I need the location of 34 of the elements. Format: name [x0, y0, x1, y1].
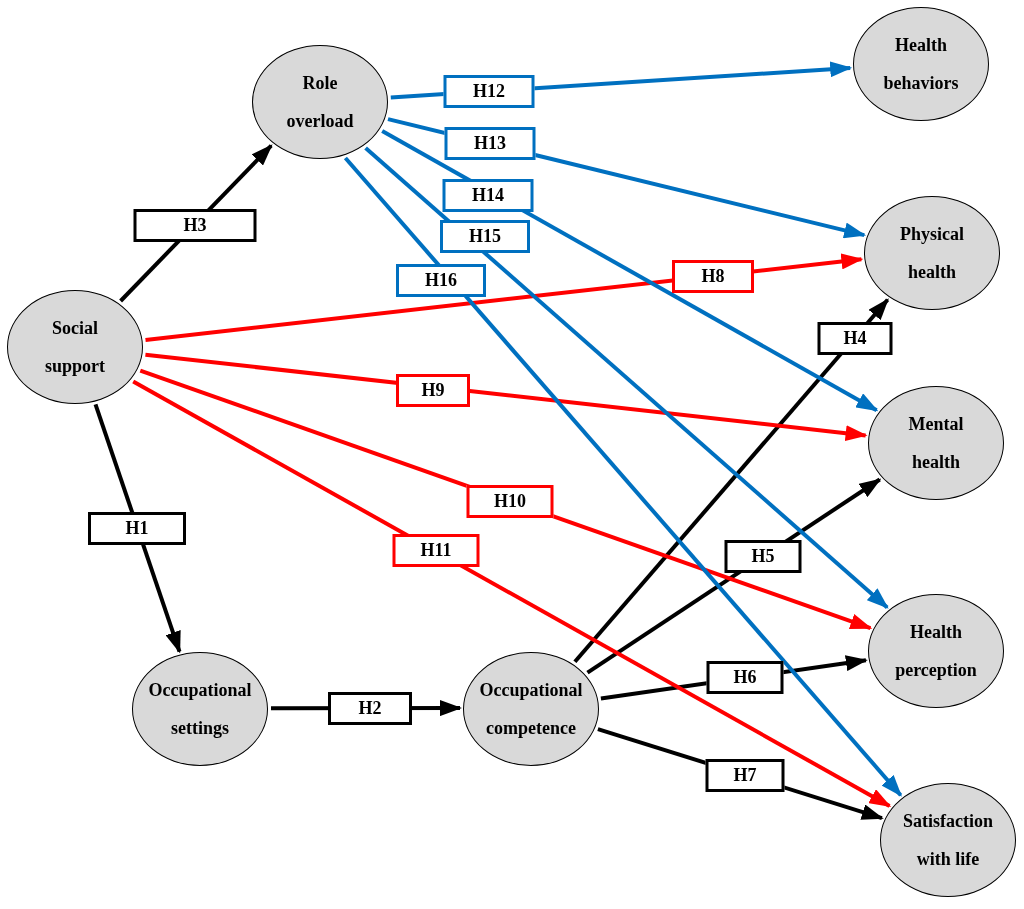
node-label: Health perception [894, 621, 978, 682]
arrow [145, 253, 864, 342]
edge-label: H7 [705, 758, 785, 792]
edge-label: H12 [443, 74, 535, 108]
edge-label: H13 [444, 126, 536, 160]
arrow [132, 379, 892, 808]
edge-label: H15 [440, 219, 530, 253]
node-label: Physical health [899, 223, 965, 284]
arrow [364, 146, 889, 609]
edge-label: H8 [672, 259, 754, 293]
arrow [381, 129, 879, 412]
edge-label: H11 [392, 533, 480, 567]
edge-label: H4 [817, 321, 893, 355]
node-label: Satisfaction with life [902, 810, 994, 871]
edge-label: H6 [706, 660, 784, 694]
node-label: Occupational competence [478, 679, 584, 740]
edge-label: H5 [724, 539, 802, 573]
arrow [343, 156, 903, 797]
node-label: Health behaviors [882, 34, 960, 95]
node-label: Mental health [907, 413, 965, 474]
edge-label: H16 [396, 263, 486, 297]
arrow [139, 368, 873, 631]
edge-label: H10 [466, 484, 554, 518]
edge-label: H2 [328, 691, 412, 725]
edge-label: H14 [442, 178, 534, 212]
edge-label: H1 [88, 511, 186, 545]
arrow [145, 352, 868, 442]
arrow [93, 403, 182, 654]
arrow [573, 298, 890, 664]
edge-label: H3 [133, 208, 257, 242]
node-label: Social support [44, 317, 106, 378]
node-label: Occupational settings [147, 679, 253, 740]
edge-label: H9 [396, 373, 470, 407]
node-label: Role overload [285, 72, 355, 133]
